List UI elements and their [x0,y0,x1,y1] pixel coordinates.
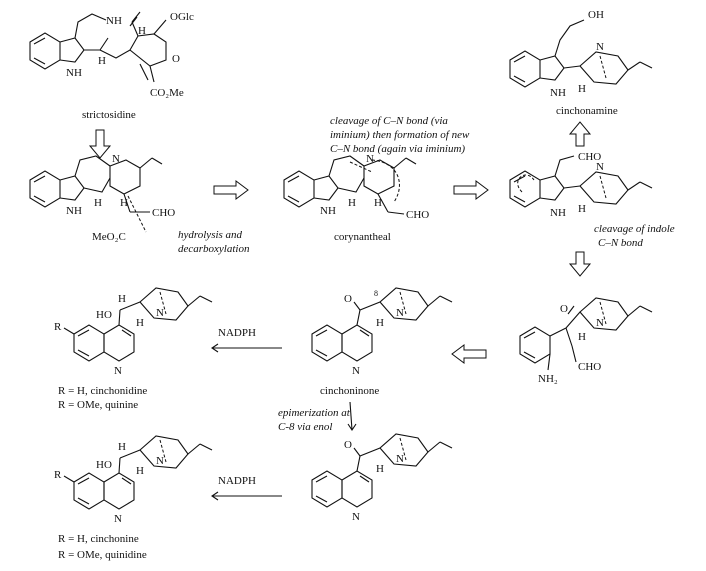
quinidine-label: R = OMe, quinidine [58,549,147,561]
cinchonine-label: R = H, cinchonine [58,533,139,545]
nadph-top-label: NADPH [218,327,256,339]
step-hydrolysis-line1: hydrolysis and [178,229,243,241]
step-cleavage-line1: cleavage of C–N bond (via [330,115,448,127]
epimer-h-label: H [376,463,384,475]
quinine-label: R = OMe, quinine [58,399,138,411]
strictosidine-label: strictosidine [82,109,136,121]
epimer-quinoline-n-label: N [352,511,360,523]
epimer-o-label: O [344,439,352,451]
cinchoninone-n-label: N [396,307,404,319]
indole-cho-label: CHO [578,151,601,163]
cinchonamine-structure [509,19,653,88]
step-indole-line2: C–N bond [598,237,643,249]
intermediate-aldehyde-structure [29,155,163,233]
aniline-n-label: N [596,317,604,329]
aniline-nh2-label: NH₂ [538,373,558,385]
aniline-cho-label: CHO [578,361,601,373]
cinchonidine-structure [63,287,213,362]
cinchonidine-quinoline-n-label: N [114,365,122,377]
indole-nh-label: NH [550,207,566,219]
arrow-to-cinchonidine [211,343,282,353]
cinchonidine-r-label: R [54,321,62,333]
indole-intermediate-structure [509,155,653,208]
aldehyde-h-label: H [94,197,102,209]
strictosidine-co2me-label: CO₂Me [150,87,184,99]
cinchonine-h2-label: H [136,465,144,477]
cinchonine-structure [63,435,213,510]
corynantheal-nh-label: NH [320,205,336,217]
nadph-bottom-label: NADPH [218,475,256,487]
step-cleavage-line2: iminium) then formation of new [330,129,470,141]
cinchonine-r-label: R [54,469,62,481]
corynantheal-structure [283,155,417,215]
cinchonine-ho-label: HO [96,459,112,471]
corynantheal-h-label: H [348,197,356,209]
cinchoninone-label: cinchoninone [320,385,379,397]
aldehyde-n-label: N [112,153,120,165]
step-epimer-line1: epimerization at [278,407,351,419]
epimer-n-label: N [396,453,404,465]
epimer-ketone-structure [311,433,453,508]
cinchoninone-o-label: O [344,293,352,305]
strictosidine-h-label: H [98,55,106,67]
cinchoninone-h-label: H [376,317,384,329]
corynantheal-cho-label: CHO [406,209,429,221]
aniline-o-label: O [560,303,568,315]
cinchonidine-h2-label: H [136,317,144,329]
cinchonine-n-label: N [156,455,164,467]
arrow-strictosidine-down [88,129,112,159]
cinchoninone-c8-label: 8 [374,289,378,298]
strictosidine-structure [29,11,167,83]
arrow-to-cinchonamine [568,121,592,147]
cinchonidine-n-label: N [156,307,164,319]
strictosidine-indole-nh-label: NH [66,67,82,79]
step-epimer-line2: C-8 via enol [278,421,332,433]
indole-n-label: N [596,161,604,173]
aldehyde-meo2c-label: MeO₂C [92,231,126,243]
cinchonamine-nh-label: NH [550,87,566,99]
arrow-to-corynantheal [213,180,249,200]
cinchonine-h-label: H [118,441,126,453]
cinchonamine-n-label: N [596,41,604,53]
corynantheal-label: corynantheal [334,231,391,243]
cinchonidine-h-label: H [118,293,126,305]
strictosidine-h2-label: H [138,25,146,37]
cinchonamine-h-label: H [578,83,586,95]
cinchonamine-label: cinchonamine [556,105,618,117]
cinchonidine-ho-label: HO [96,309,112,321]
cinchonamine-oh-label: OH [588,9,604,21]
corynantheal-n-label: N [366,153,374,165]
strictosidine-o-label: O [172,53,180,65]
arrow-epimerization [347,401,357,431]
arrow-to-cinchoninone [451,344,487,364]
corynantheal-h2-label: H [374,197,382,209]
indole-h-label: H [578,203,586,215]
aldehyde-cho-label: CHO [152,207,175,219]
aniline-ketone-structure [519,297,653,371]
cinchoninone-quinoline-n-label: N [352,365,360,377]
arrow-to-indole-intermediate [453,180,489,200]
cinchonine-quinoline-n-label: N [114,513,122,525]
step-hydrolysis-line2: decarboxylation [178,243,250,255]
strictosidine-nh-label: NH [106,15,122,27]
strictosidine-oglc-label: OGlc [170,11,194,23]
cinchoninone-structure [311,287,453,362]
step-indole-line1: cleavage of indole [594,223,675,235]
aldehyde-h2-label: H [120,197,128,209]
step-cleavage-line3: C–N bond (again via iminium) [330,143,465,155]
arrow-to-aniline [568,251,592,277]
aniline-h-label: H [578,331,586,343]
aldehyde-nh-label: NH [66,205,82,217]
arrow-to-cinchonine [211,491,282,501]
cinchonidine-label: R = H, cinchonidine [58,385,147,397]
